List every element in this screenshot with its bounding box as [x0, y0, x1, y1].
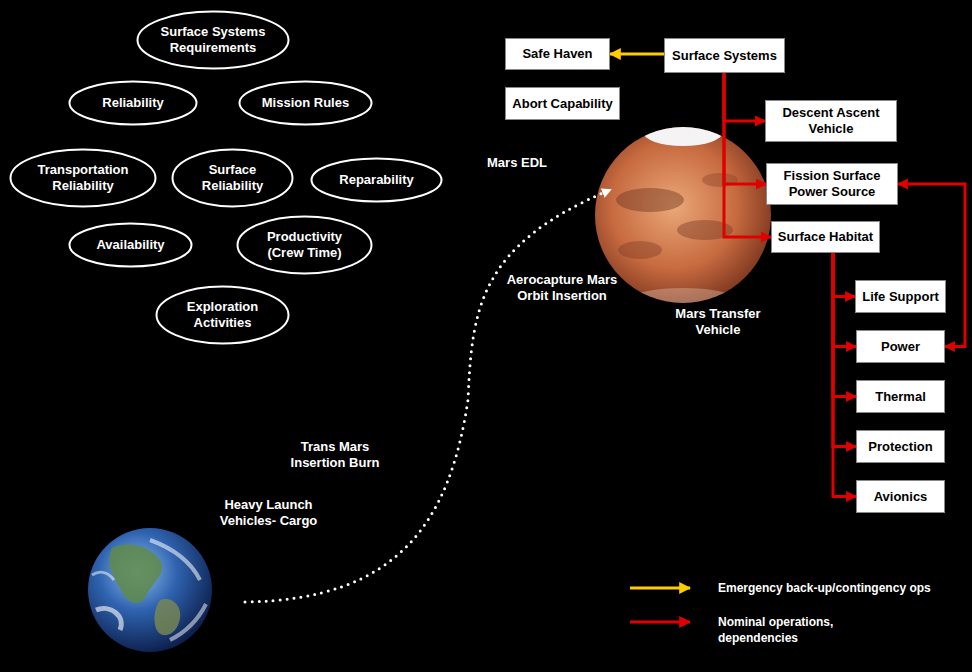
- annotation-label: Mars EDL: [457, 155, 577, 171]
- node-text: Surface Habitat: [778, 229, 873, 245]
- mars-picture: [595, 118, 771, 308]
- earth-picture: [88, 528, 212, 652]
- connector-arrow: [724, 73, 771, 237]
- connector-arrow: [898, 184, 965, 347]
- process-box: Surface Systems: [664, 38, 785, 73]
- connector-arrow: [833, 253, 856, 447]
- connector-arrow: [833, 253, 856, 497]
- process-box: Safe Haven: [505, 38, 610, 70]
- annotation-label: Trans Mars Insertion Burn: [285, 439, 385, 471]
- node-text: Safe Haven: [522, 46, 592, 62]
- ellipse-node: Availability: [68, 222, 193, 268]
- node-text: Availability: [96, 237, 164, 253]
- process-box: Surface Habitat: [771, 221, 880, 253]
- ellipse-node: Surface Systems Requirements: [136, 10, 290, 70]
- connector-arrow: [724, 73, 766, 184]
- node-text: Productivity (Crew Time): [255, 229, 355, 261]
- process-box: Life Support: [855, 280, 946, 313]
- node-text: Descent Ascent Vehicle: [772, 105, 890, 137]
- process-box: Protection: [856, 430, 945, 463]
- node-text: Avionics: [874, 489, 928, 505]
- process-box: Power: [856, 330, 945, 363]
- node-text: Surface Systems: [672, 48, 777, 64]
- node-text: Fission Surface Power Source: [773, 168, 891, 200]
- node-text: Life Support: [862, 289, 939, 305]
- connector-arrow: [833, 253, 856, 397]
- node-text: Transportation Reliability: [28, 162, 138, 194]
- legend-item: Nominal operations, dependencies: [718, 614, 858, 646]
- legend-yellow-arrow: [630, 587, 690, 590]
- process-box: Abort Capability: [505, 87, 620, 120]
- ellipse-node: Surface Reliability: [171, 148, 294, 208]
- node-text: Surface Systems Requirements: [156, 24, 271, 56]
- node-text: Thermal: [875, 389, 926, 405]
- process-box: Avionics: [856, 480, 945, 513]
- ellipse-node: Mission Rules: [238, 80, 373, 126]
- node-text: Protection: [868, 439, 932, 455]
- process-box: Descent Ascent Vehicle: [765, 100, 897, 142]
- node-text: Surface Reliability: [188, 162, 278, 194]
- connector-arrow: [833, 253, 855, 297]
- trajectory-dots: [245, 190, 610, 602]
- connector-arrow: [724, 73, 765, 121]
- ellipse-node: Reparability: [310, 157, 443, 203]
- connector-arrow: [610, 53, 664, 56]
- legend-text: Nominal operations, dependencies: [718, 615, 833, 645]
- ellipse-node: Productivity (Crew Time): [236, 215, 373, 275]
- node-text: Exploration Activities: [173, 299, 273, 331]
- annotation-label: Mars Transfer Vehicle: [663, 306, 773, 338]
- node-text: Mission Rules: [262, 95, 349, 111]
- ellipse-node: Exploration Activities: [155, 285, 290, 345]
- ellipse-node: Transportation Reliability: [9, 148, 157, 208]
- node-text: Reparability: [339, 172, 413, 188]
- node-text: Reliability: [102, 95, 163, 111]
- node-text: Power: [881, 339, 920, 355]
- annotation-label: Aerocapture Mars Orbit Insertion: [497, 272, 627, 304]
- legend-red-arrow: [630, 621, 690, 624]
- node-text: Abort Capability: [512, 96, 612, 112]
- process-box: Fission Surface Power Source: [766, 163, 898, 205]
- annotation-label: Heavy Launch Vehicles- Cargo: [206, 497, 331, 529]
- legend-item: Emergency back-up/contingency ops: [718, 580, 933, 596]
- ellipse-node: Reliability: [68, 80, 198, 126]
- legend-text: Emergency back-up/contingency ops: [718, 581, 931, 595]
- connector-arrow: [833, 253, 856, 347]
- process-box: Thermal: [856, 380, 945, 413]
